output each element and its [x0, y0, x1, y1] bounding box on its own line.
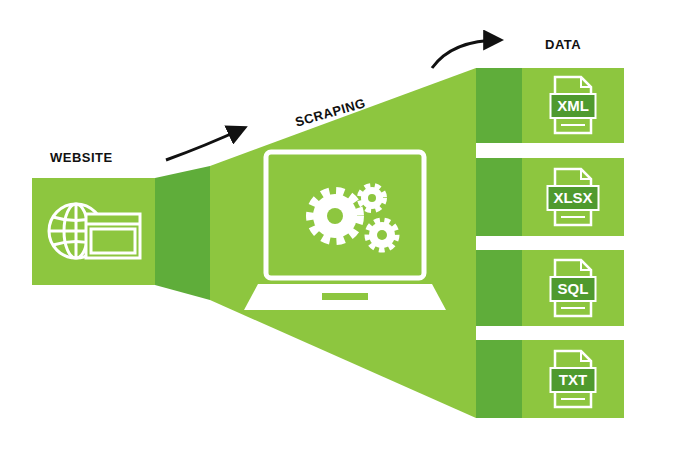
file-icon: SQL [549, 258, 597, 318]
file-format: XML [549, 95, 597, 117]
flow-arrow [432, 40, 500, 68]
section-label: WEBSITE [50, 150, 113, 165]
dark-band [155, 166, 210, 300]
website-box [32, 178, 155, 285]
output-boxes [476, 68, 624, 418]
file-icon: TXT [549, 349, 597, 409]
section-label: DATA [545, 37, 581, 52]
laptop-icon [244, 152, 446, 310]
file-format: TXT [549, 369, 597, 391]
file-icon: XML [549, 75, 597, 135]
scraping-funnel [210, 68, 476, 418]
website-icon [49, 204, 140, 258]
file-format: XLSX [546, 187, 600, 209]
file-icon: XLSX [546, 167, 600, 227]
file-format: SQL [549, 278, 597, 300]
flow-arrow [166, 128, 244, 160]
